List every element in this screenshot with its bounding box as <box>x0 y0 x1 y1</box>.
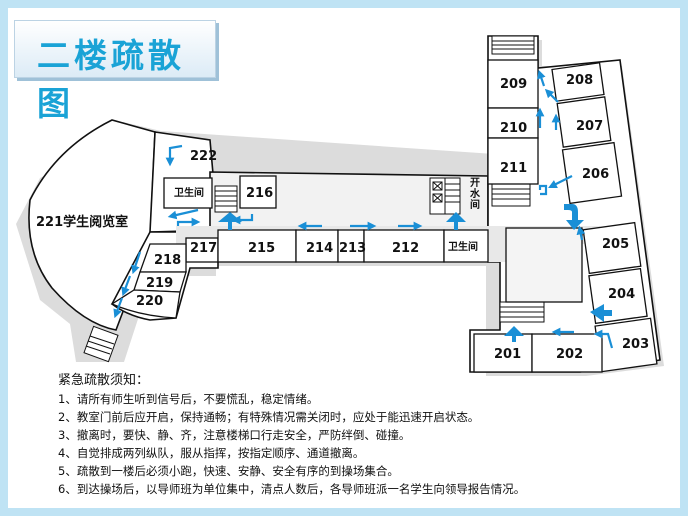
room-221-label: 221学生阅览室 <box>36 214 128 230</box>
page-title: 二楼疏散图 <box>37 36 185 123</box>
exit-arrows <box>218 204 612 342</box>
notice-item: 4、自觉排成两列纵队，服从指挥，按指定顺序、通道撤离。 <box>58 446 365 460</box>
room-207-label: 207 <box>576 119 603 134</box>
stairs-southwest <box>83 325 119 363</box>
room-217-label: 217 <box>190 241 217 256</box>
title-banner: 二楼疏散图 <box>14 20 216 123</box>
water-room-label-1: 开 <box>470 177 480 189</box>
room-203-label: 203 <box>622 337 649 352</box>
evacuation-arrows <box>113 69 614 349</box>
room-204-label: 204 <box>608 287 635 302</box>
room-214-label: 214 <box>306 241 333 256</box>
stairs-north <box>491 35 535 55</box>
stairs-south <box>499 301 545 323</box>
evacuation-notice: 紧急疏散须知： 1、请所有师生听到信号后，不要慌乱，稳定情绪。 2、教室门前后应… <box>58 372 668 498</box>
notice-item: 5、疏散到一楼后必须小跑，快速、安静、安全有序的到操场集合。 <box>58 464 399 478</box>
water-room-label-2: 水 <box>469 187 481 200</box>
room-218-label: 218 <box>154 253 181 268</box>
room-210-label: 210 <box>500 121 527 136</box>
notice-item: 2、教室门前后应开启，保持通畅；有特殊情况需关闭时，应处于能迅速开启状态。 <box>58 410 480 424</box>
room-212-label: 212 <box>392 241 419 256</box>
toilet-east-label: 卫生间 <box>448 240 478 253</box>
room-213-label: 213 <box>339 241 366 256</box>
notice-item: 1、请所有师生听到信号后，不要慌乱，稳定情绪。 <box>58 392 319 406</box>
stairs-water-room <box>429 177 461 215</box>
room-201-label: 201 <box>494 347 521 362</box>
room-211-label: 211 <box>500 161 527 176</box>
stairs-east <box>491 183 531 207</box>
room-202-label: 202 <box>556 347 583 362</box>
room-219-label: 219 <box>146 276 173 291</box>
notice-title: 紧急疏散须知： <box>58 373 150 388</box>
notice-item: 3、撤离时，要快、静、齐，注意楼梯口行走安全，严防绊倒、碰撞。 <box>58 428 411 442</box>
room-205-label: 205 <box>602 237 629 252</box>
room-208-label: 208 <box>566 73 593 88</box>
room-215-label: 215 <box>248 241 275 256</box>
room-206-label: 206 <box>582 167 609 182</box>
room-216-label: 216 <box>246 186 273 201</box>
notice-item: 6、到达操场后，以导师班为单位集中，清点人数后，各导师班派一名学生向领导报告情况… <box>58 482 526 496</box>
stairs-west <box>214 185 238 213</box>
toilet-west-label: 卫生间 <box>174 186 204 199</box>
room-220-label: 220 <box>136 294 163 309</box>
water-room-label-3: 间 <box>470 198 480 211</box>
rooms <box>110 59 658 373</box>
room-209-label: 209 <box>500 77 527 92</box>
room-222-label: 222 <box>190 149 217 164</box>
